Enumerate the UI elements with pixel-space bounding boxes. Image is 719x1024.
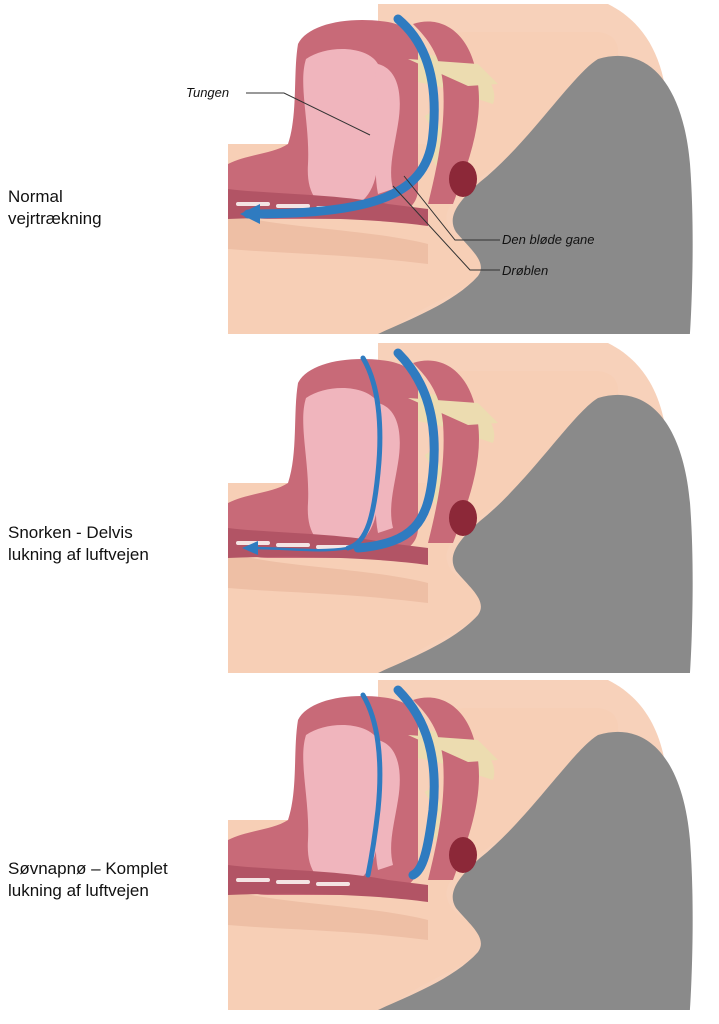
airflow-arrow-blocked (393, 685, 439, 880)
sinus (449, 161, 477, 197)
panel-2-label-line-1: Snorken - Delvis (8, 523, 133, 542)
panel-3-illustration (228, 680, 719, 1010)
airflow-thin-stream (252, 546, 349, 552)
airflow-arrow-mouth (345, 355, 383, 551)
panel-1-illustration (228, 4, 719, 334)
airflow-arrow (243, 14, 439, 219)
airflow-arrow-main (353, 348, 439, 553)
neck-shadow (228, 553, 428, 603)
pillow (378, 731, 693, 1010)
sinus (449, 837, 477, 873)
panel-1-label-line-1: Normal (8, 187, 63, 206)
tongue (303, 48, 383, 210)
soft-palate (375, 64, 400, 194)
soft-palate-annotation: Den bløde gane (502, 232, 595, 247)
panel-2-illustration (228, 343, 719, 673)
panel-2-label-line-2: lukning af luftvejen (8, 545, 149, 564)
pillow (378, 55, 693, 334)
tongue-annotation: Tungen (186, 85, 230, 100)
panel-3-label-line-1: Søvnapnø – Komplet (8, 859, 168, 878)
throat-rings (236, 878, 350, 886)
uvula-annotation: Drøblen (502, 263, 549, 278)
panel-3-label-line-2: lukning af luftvejen (8, 881, 149, 900)
panel-3-label: Søvnapnø – Komplet lukning af luftvejen (8, 858, 168, 902)
neck-shadow (228, 890, 428, 940)
panel-2-label: Snorken - Delvis lukning af luftvejen (8, 522, 149, 566)
airflow-arrowhead (242, 541, 258, 555)
airflow-arrowhead (240, 204, 260, 224)
sinus (449, 500, 477, 536)
panel-1-label-line-2: vejrtrækning (8, 209, 102, 228)
throat-rings (236, 541, 350, 549)
neck-shadow (228, 214, 428, 264)
pillow (378, 394, 693, 673)
tongue (303, 724, 383, 886)
airflow-arrow-mouth (360, 692, 383, 878)
tongue (303, 387, 383, 549)
panel-1-label: Normal vejrtrækning (8, 186, 102, 230)
